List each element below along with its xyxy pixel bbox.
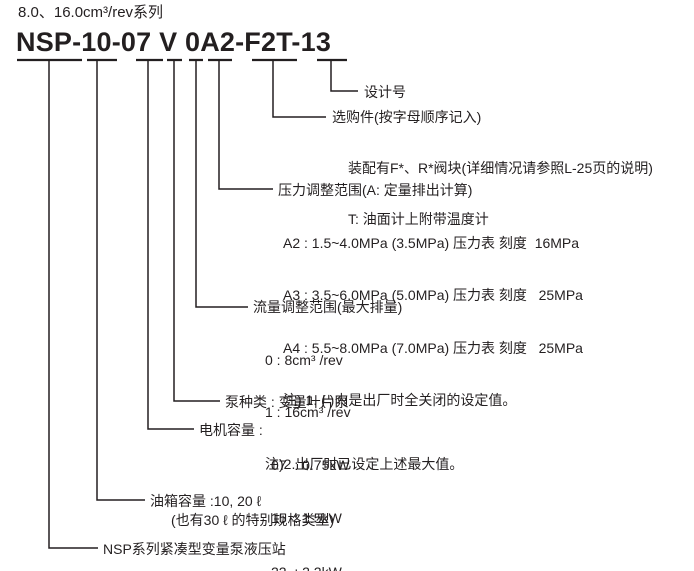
series-name-label: NSP系列紧凑型变量泵液压站 xyxy=(103,541,286,557)
connector-design-number xyxy=(330,60,358,92)
options-title: 选购件(按字母顺序记入) xyxy=(332,109,482,125)
connector-pump-type xyxy=(173,60,220,402)
motor-capacity-rows: 07 : 0.75kW 15 : 1.5kW 22 : 2.2kW xyxy=(271,422,350,571)
pressure-range-title: 压力调整范围(A: 定量排出计算) xyxy=(278,182,473,198)
pressure-range-rows: A2 : 1.5~4.0MPa (3.5MPa) 压力表 刻度 16MPa A3… xyxy=(283,200,583,443)
series-title: 8.0、16.0cm³/rev系列 xyxy=(18,4,164,21)
connector-tank xyxy=(96,60,145,501)
pressure-row-a3: A3 : 3.5~6.0MPa (5.0MPa) 压力表 刻度 25MPa xyxy=(283,287,583,304)
motor-row-15: 15 : 1.5kW xyxy=(271,510,342,527)
flow-range-title: 流量调整范围(最大排量) xyxy=(253,299,403,315)
flow-row-0: 0 : 8cm³ /rev xyxy=(265,352,343,368)
options-line-valve-blocks: 装配有F*、R*阀块(详细情况请参照L-25页的说明) xyxy=(348,160,653,176)
connector-series xyxy=(48,60,98,549)
motor-row-22: 22 : 2.2kW xyxy=(271,563,350,571)
design-number-label: 设计号 xyxy=(364,84,406,100)
pressure-note: 注) 1. ( )内是出厂时全关闭的设定值。 xyxy=(283,391,517,408)
connector-pressure xyxy=(218,60,273,190)
tank-capacity-label: 油箱容量 :10, 20 ℓ xyxy=(150,493,262,509)
connector-flow xyxy=(195,60,248,308)
flow-row-1: 1 : 16cm³ /rev xyxy=(265,404,351,420)
pump-type-label: 泵种类 : 变量叶片泵 xyxy=(225,394,349,410)
flow-note: 注)2.出厂时已设定上述最大值。 xyxy=(265,456,464,472)
model-code: NSP-10-07 V 0A2-F2T-13 xyxy=(16,27,332,57)
pressure-row-a4: A4 : 5.5~8.0MPa (7.0MPa) 压力表 刻度 25MPa xyxy=(283,339,583,356)
pressure-row-a2: A2 : 1.5~4.0MPa (3.5MPa) 压力表 刻度 16MPa xyxy=(283,235,580,251)
options-details: 装配有F*、R*阀块(详细情况请参照L-25页的说明) T: 油面计上附带温度计 xyxy=(348,126,653,262)
options-line-thermometer: T: 油面计上附带温度计 xyxy=(348,211,489,227)
connector-motor xyxy=(147,60,194,430)
connector-options xyxy=(272,60,326,118)
motor-capacity-label: 电机容量 : xyxy=(199,422,263,438)
tank-capacity-note: (也有30 ℓ 的特别规格类型) xyxy=(171,512,335,528)
flow-range-rows: 0 : 8cm³ /rev 1 : 16cm³ /rev 注)2.出厂时已设定上… xyxy=(265,317,463,507)
motor-row-07: 07 : 0.75kW xyxy=(271,457,350,473)
